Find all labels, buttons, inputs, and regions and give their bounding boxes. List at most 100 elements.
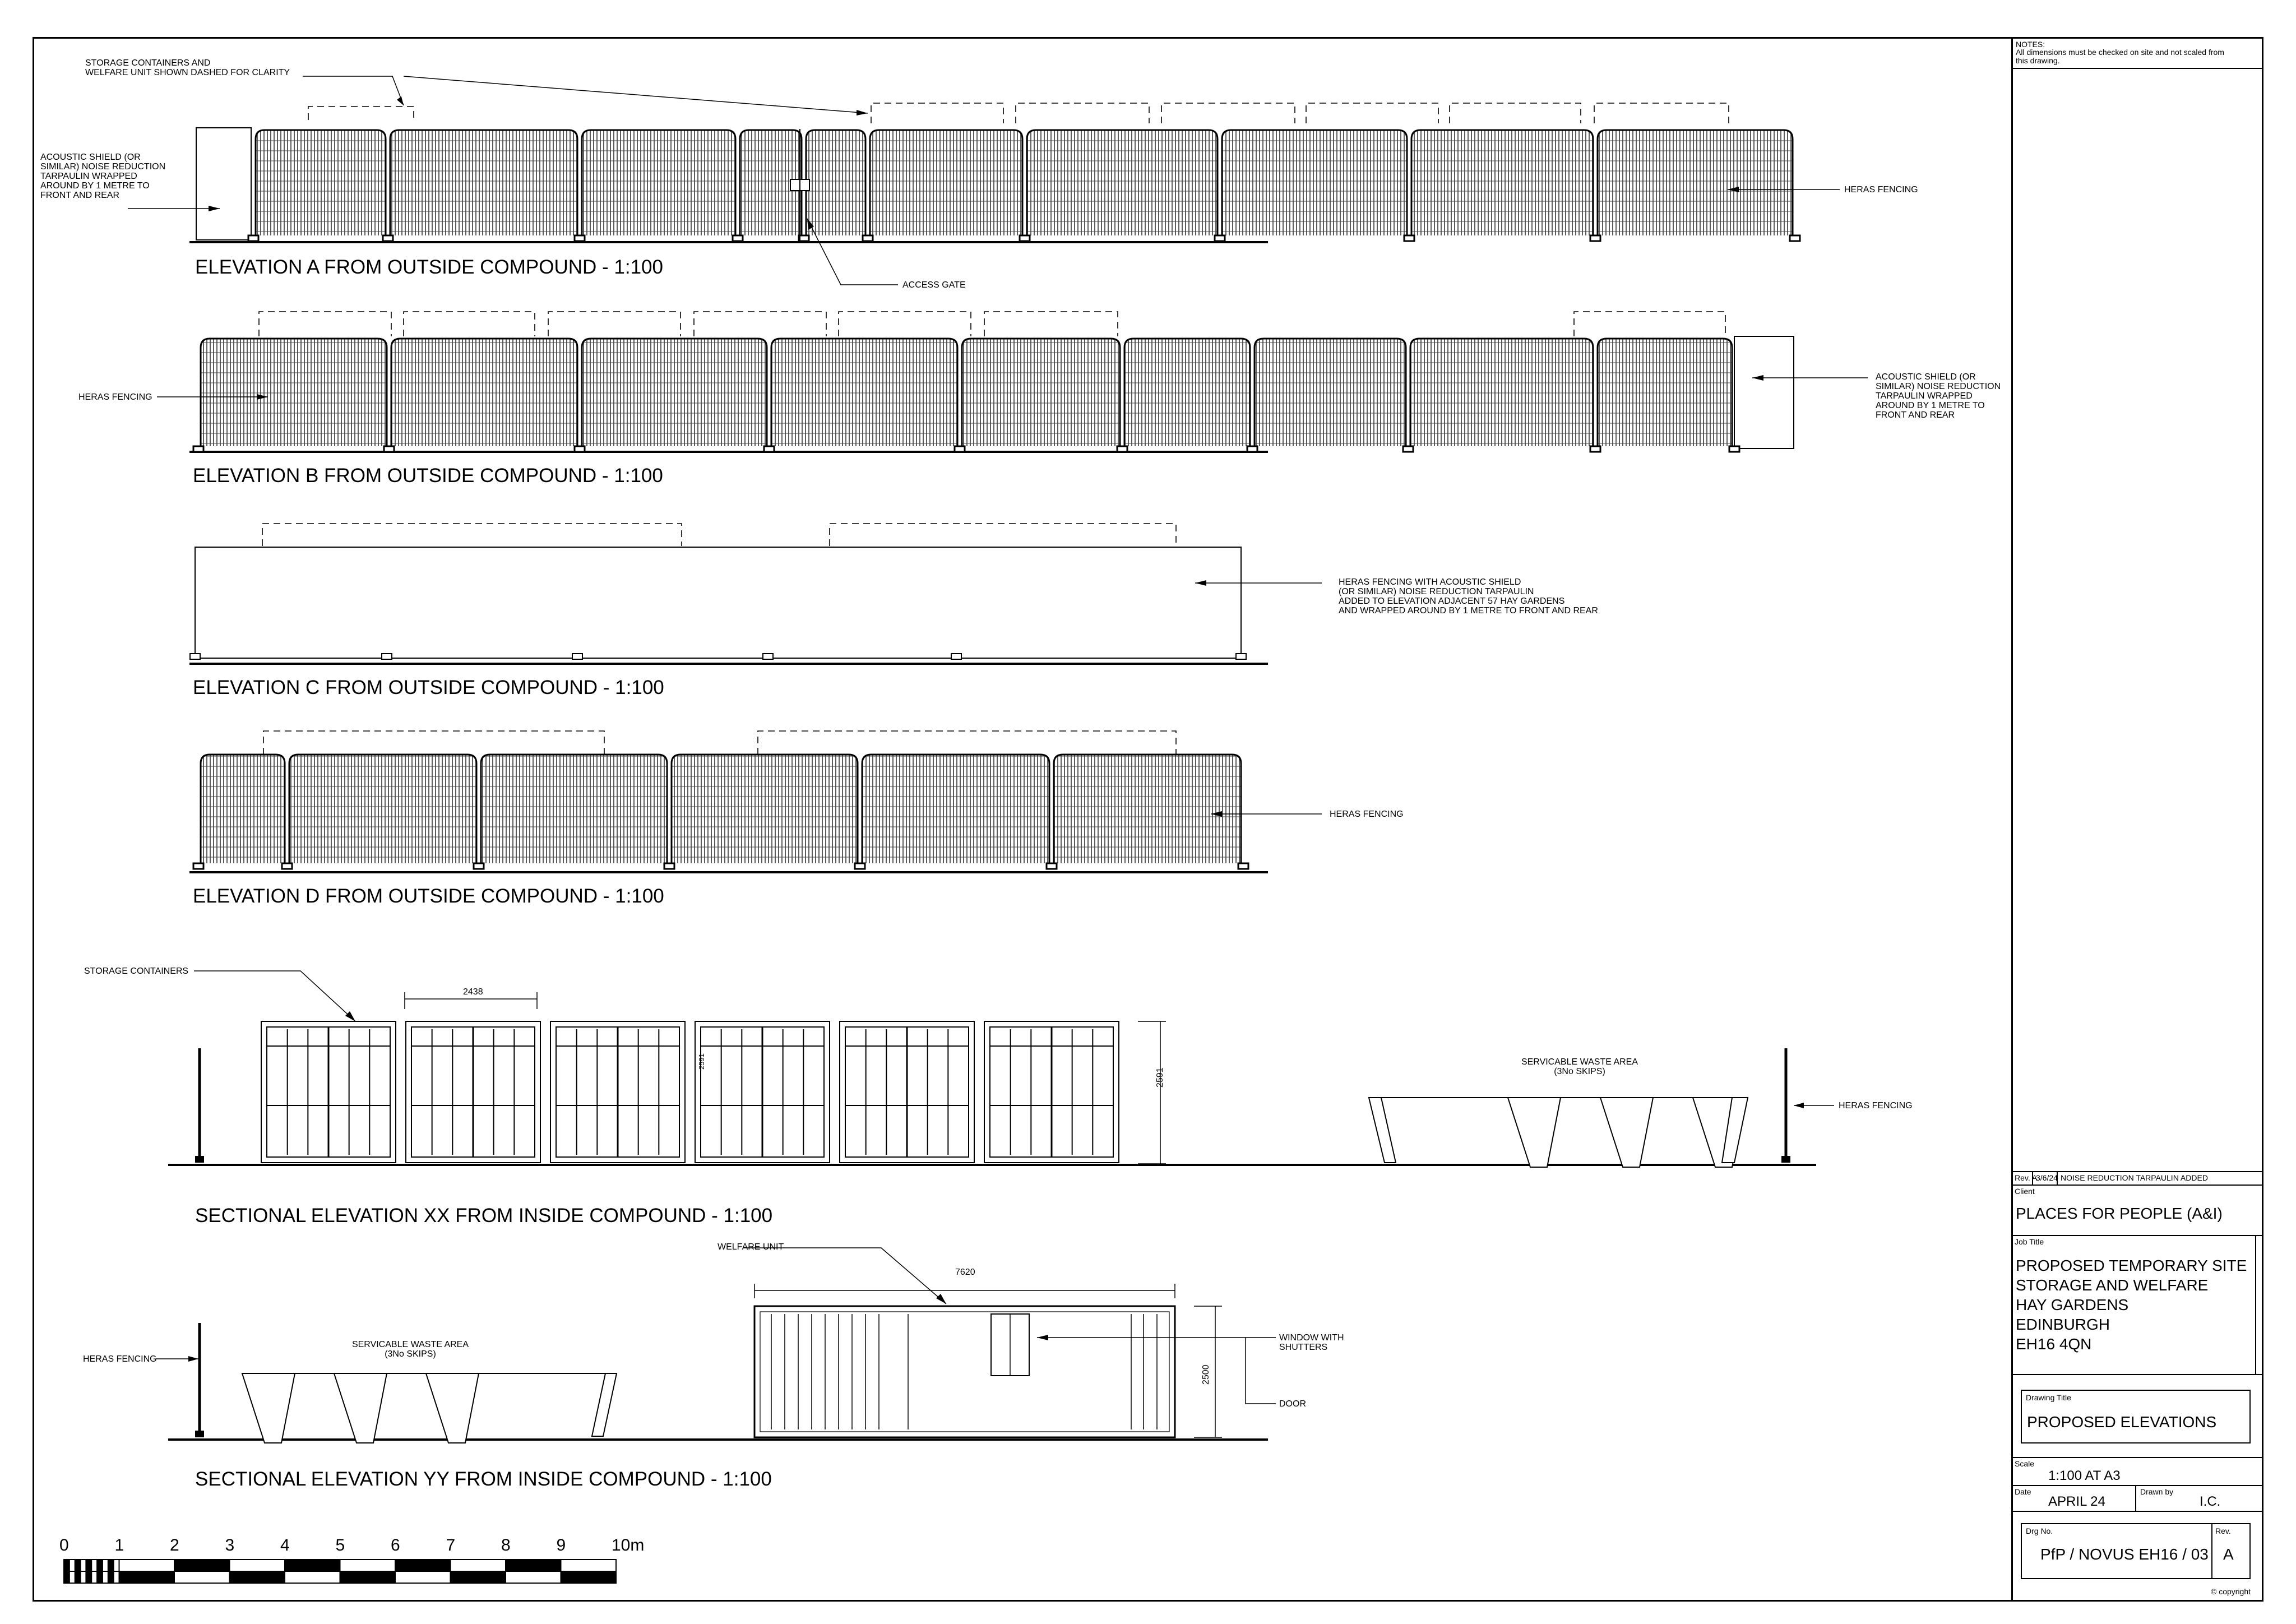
fence-panel — [1253, 337, 1407, 446]
door-note: DOOR — [1279, 1399, 1306, 1409]
fence-panel — [200, 337, 388, 446]
scale-label: 6 — [391, 1536, 400, 1554]
fence-panel — [805, 129, 867, 235]
notes-text: All dimensions must be checked on site a… — [2016, 48, 2224, 65]
fence-foot — [381, 653, 392, 660]
container-inner-dim: 2591 — [697, 1053, 706, 1070]
scale-bar-block — [560, 1571, 617, 1584]
dashed-container-outline — [871, 103, 1004, 123]
dashed-container-outline — [1449, 103, 1581, 123]
fence-foot — [1589, 445, 1601, 453]
elevation-c-drawing — [189, 523, 1322, 665]
scale-label: 9 — [556, 1536, 566, 1554]
revision-date: 3/6/24 — [2036, 1173, 2058, 1182]
scale-bar-block — [339, 1571, 396, 1584]
fence-foot — [1235, 653, 1247, 660]
title-block — [2011, 37, 2263, 1602]
scale-label: 8 — [501, 1536, 511, 1554]
fence-panel — [288, 753, 478, 863]
waste-area-note-xx: SERVICABLE WASTE AREA (3No SKIPS) — [1521, 1057, 1638, 1076]
elevation-d-drawing — [189, 730, 1322, 873]
scale-label: 5 — [335, 1536, 345, 1554]
fence-foot — [281, 862, 293, 870]
skip-end — [591, 1373, 618, 1437]
scale-bar-block — [395, 1559, 451, 1572]
heras-fencing-note-b: HERAS FENCING — [78, 392, 152, 402]
scale-bar-subdivision — [85, 1571, 92, 1584]
dashed-container-outline — [829, 523, 1177, 546]
storage-containers-note-a: STORAGE CONTAINERS AND WELFARE UNIT SHOW… — [85, 58, 290, 77]
scale-bar-block — [505, 1559, 562, 1572]
copyright: © copyright — [2211, 1587, 2251, 1596]
fence-foot — [1214, 234, 1226, 242]
skip-end — [1721, 1097, 1749, 1163]
skip — [333, 1373, 388, 1443]
fence-foot — [732, 234, 744, 242]
dashed-container-outline — [263, 730, 605, 755]
drawing-number: PfP / NOVUS EH16 / 03 — [2040, 1546, 2209, 1563]
fence-panel — [581, 129, 737, 235]
scale-bar-subdivision — [107, 1571, 114, 1584]
dashed-container-outline — [1573, 311, 1726, 336]
client-label: Client — [2015, 1187, 2035, 1196]
scale-label: 3 — [225, 1536, 235, 1554]
elevation-d-title: ELEVATION D FROM OUTSIDE COMPOUND - 1:10… — [193, 885, 664, 907]
scale-bar-subdivision — [68, 1559, 76, 1572]
scale-value: 1:100 AT A3 — [2048, 1468, 2121, 1483]
fence-panel — [961, 337, 1121, 446]
dashed-container-outline — [757, 730, 1177, 755]
access-gate-note: ACCESS GATE — [902, 280, 966, 290]
skip — [241, 1373, 296, 1443]
scale-bar-subdivision — [80, 1559, 87, 1572]
fence-foot — [247, 234, 260, 242]
dashed-container-outline — [693, 311, 827, 336]
revision-description: NOISE REDUCTION TARPAULIN ADDED — [2061, 1173, 2208, 1182]
fence-foot — [663, 862, 675, 870]
fence-panel — [1409, 337, 1594, 446]
fence-panel — [389, 129, 578, 235]
fence-panel — [480, 753, 668, 863]
scale-bar-subdivision — [96, 1571, 103, 1584]
section-xx-drawing — [168, 970, 1834, 1168]
dashed-container-outline — [1015, 103, 1150, 123]
fence-foot — [1728, 445, 1740, 453]
dashed-container-outline — [403, 311, 535, 336]
elevation-a-drawing — [128, 76, 1840, 285]
drawn-by-value: I.C. — [2200, 1494, 2221, 1509]
job-title: PROPOSED TEMPORARY SITE STORAGE AND WELF… — [2016, 1257, 2247, 1353]
revision-rev: Rev. A — [2015, 1173, 2038, 1182]
drawing-title: PROPOSED ELEVATIONS — [2027, 1413, 2217, 1431]
heras-fencing-note-a: HERAS FENCING — [1844, 185, 1918, 195]
fence-foot — [1402, 445, 1414, 453]
scale-bar-subdivision — [74, 1571, 81, 1584]
fence-foot — [1237, 862, 1249, 870]
scale-bar-block — [118, 1571, 175, 1584]
dashed-container-outline — [262, 523, 682, 546]
fence-foot — [1045, 862, 1058, 870]
scale-label: 1 — [114, 1536, 124, 1554]
dashed-container-outline — [258, 311, 392, 336]
fence-foot — [763, 445, 775, 453]
scale-bar-subdivision — [101, 1559, 109, 1572]
fence-foot — [798, 234, 810, 242]
job-title-label: Job Title — [2015, 1237, 2044, 1246]
fence-panel — [869, 129, 1024, 235]
fence-panel — [1596, 337, 1733, 446]
fence-foot — [383, 445, 395, 453]
scale-label: 2 — [170, 1536, 179, 1554]
fence-foot — [473, 862, 485, 870]
skip — [1599, 1097, 1654, 1168]
fence-panel — [1410, 129, 1594, 235]
fence-foot — [1789, 234, 1801, 242]
scale-label: 4 — [280, 1536, 290, 1554]
fence-panel — [861, 753, 1050, 863]
fence-panel — [390, 337, 578, 446]
fence-foot — [953, 445, 966, 453]
acoustic-shield-note-b: ACOUSTIC SHIELD (OR SIMILAR) NOISE REDUC… — [1876, 372, 2001, 420]
fence-foot — [1019, 234, 1031, 242]
revision-label: Rev. — [2215, 1526, 2231, 1535]
container-height-dim: 2591 — [1155, 1067, 1165, 1088]
fence-panel — [670, 753, 859, 863]
skip-end — [1368, 1097, 1397, 1163]
